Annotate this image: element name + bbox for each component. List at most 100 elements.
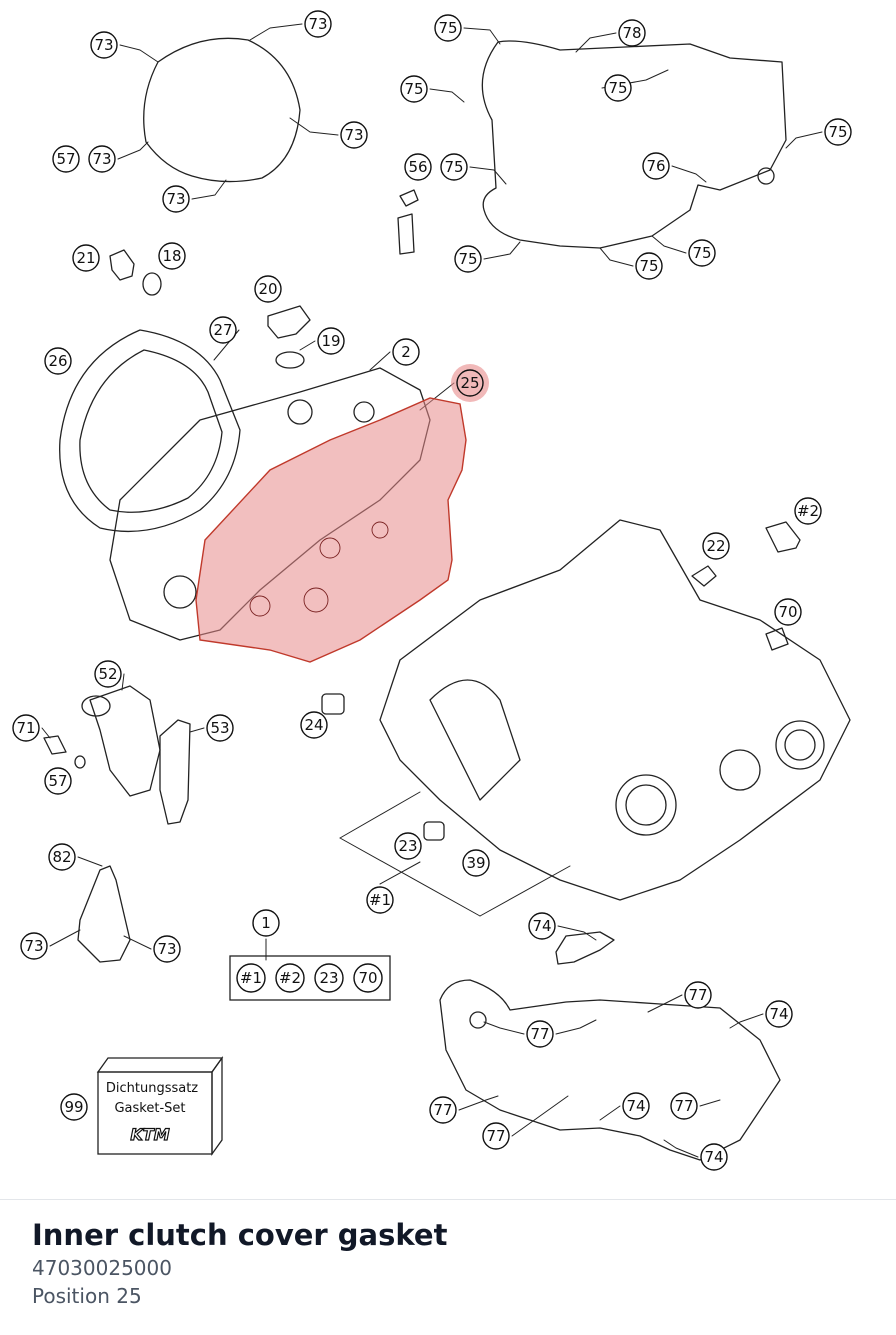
callout-76-label: 76 bbox=[646, 157, 665, 175]
callout-75-bubble[interactable] bbox=[400, 75, 428, 103]
callout-77-bubble[interactable] bbox=[526, 1020, 554, 1048]
gasket-82-drawing bbox=[77, 865, 131, 963]
highlighted-gasket-25[interactable] bbox=[195, 397, 467, 663]
exploded-parts-diagram: 7373735773737578757575567576757575211820… bbox=[12, 10, 852, 1171]
callout-73-label: 73 bbox=[92, 150, 111, 168]
callout-73-bubble[interactable] bbox=[90, 31, 118, 59]
callout-57-bubble[interactable] bbox=[52, 145, 80, 173]
callout-75-bubble[interactable] bbox=[434, 14, 462, 42]
callout-22-label: 22 bbox=[706, 537, 725, 555]
callout-74-bubble[interactable] bbox=[700, 1143, 728, 1171]
kit-item-bubble[interactable] bbox=[236, 963, 266, 993]
callout-75-bubble[interactable] bbox=[824, 118, 852, 146]
callout-77-label: 77 bbox=[530, 1025, 549, 1043]
callout-22-bubble[interactable] bbox=[702, 532, 730, 560]
callout-75-bubble[interactable] bbox=[440, 153, 468, 181]
callout-74-bubble[interactable] bbox=[622, 1092, 650, 1120]
dowel-24-drawing bbox=[321, 693, 345, 715]
callout-73-bubble[interactable] bbox=[340, 121, 368, 149]
callout-57-label: 57 bbox=[56, 150, 75, 168]
kit-item-label: #2 bbox=[279, 969, 301, 987]
callout-77-bubble[interactable] bbox=[684, 981, 712, 1009]
callout-39-bubble[interactable] bbox=[462, 849, 490, 877]
kit-item-bubble[interactable] bbox=[314, 963, 344, 993]
callout-70-bubble[interactable] bbox=[774, 598, 802, 626]
callout-73-bubble[interactable] bbox=[304, 10, 332, 38]
callout-73-bubble[interactable] bbox=[88, 145, 116, 173]
callout-24-label: 24 bbox=[304, 716, 323, 734]
callout-19-bubble[interactable] bbox=[317, 327, 345, 355]
dowel-23-drawing bbox=[423, 821, 445, 841]
callout-73-bubble[interactable] bbox=[153, 935, 181, 963]
callout-73-label: 73 bbox=[166, 190, 185, 208]
callout-52-bubble[interactable] bbox=[94, 660, 122, 688]
gasket-set-line2: Gasket-Set bbox=[114, 1101, 185, 1116]
callout-56-bubble[interactable] bbox=[404, 153, 432, 181]
callout-75-label: 75 bbox=[404, 80, 423, 98]
callout-1-bubble[interactable] bbox=[252, 909, 280, 937]
kit-item-bubble[interactable] bbox=[353, 963, 383, 993]
callout-76-bubble[interactable] bbox=[642, 152, 670, 180]
plug-21-drawing bbox=[109, 249, 135, 281]
callout-73-label: 73 bbox=[24, 937, 43, 955]
callout-25-label: 25 bbox=[460, 374, 479, 392]
callout-78-bubble[interactable] bbox=[618, 19, 646, 47]
callout-18-bubble[interactable] bbox=[158, 242, 186, 270]
callout-21-bubble[interactable] bbox=[72, 244, 100, 272]
ktm-logo: KTM bbox=[130, 1125, 169, 1144]
callout-24-bubble[interactable] bbox=[300, 711, 328, 739]
callout-20-label: 20 bbox=[258, 280, 277, 298]
callout-20-bubble[interactable] bbox=[254, 275, 282, 303]
callout-77-bubble[interactable] bbox=[482, 1122, 510, 1150]
callout-73-label: 73 bbox=[94, 36, 113, 54]
callout-75-bubble[interactable] bbox=[454, 245, 482, 273]
callout-21-label: 21 bbox=[76, 249, 95, 267]
part-position: Position 25 bbox=[32, 1284, 142, 1308]
callout-70-label: 70 bbox=[778, 603, 797, 621]
bolt-71-drawing bbox=[43, 735, 67, 755]
callout-74-label: 74 bbox=[626, 1097, 645, 1115]
callout-73-bubble[interactable] bbox=[162, 185, 190, 213]
callout-77-bubble[interactable] bbox=[670, 1092, 698, 1120]
callout-2-bubble[interactable] bbox=[392, 338, 420, 366]
callout-99-bubble[interactable] bbox=[60, 1093, 88, 1121]
clutch-cover-gasket-drawing bbox=[143, 37, 301, 183]
part-name: Inner clutch cover gasket bbox=[32, 1218, 448, 1252]
callout-26-bubble[interactable] bbox=[44, 347, 72, 375]
callout-75-bubble[interactable] bbox=[604, 74, 632, 102]
callout-73-label: 73 bbox=[308, 15, 327, 33]
water-pump-cover-drawing bbox=[89, 685, 161, 797]
callout-23-bubble[interactable] bbox=[394, 832, 422, 860]
callout-25-bubble[interactable] bbox=[456, 369, 484, 397]
callout-57-bubble[interactable] bbox=[44, 767, 72, 795]
callout-75-bubble[interactable] bbox=[635, 252, 663, 280]
callout-82-bubble[interactable] bbox=[48, 843, 76, 871]
kit-item-bubble[interactable] bbox=[275, 963, 305, 993]
crankcase-drawing bbox=[379, 519, 851, 901]
callout-73-bubble[interactable] bbox=[20, 932, 48, 960]
callout-53-label: 53 bbox=[210, 719, 229, 737]
callout-52-label: 52 bbox=[98, 665, 117, 683]
callout-75-bubble[interactable] bbox=[688, 239, 716, 267]
callout-74-bubble[interactable] bbox=[765, 1000, 793, 1028]
water-pump-gasket-drawing bbox=[159, 719, 191, 825]
part-22-drawing bbox=[691, 565, 717, 587]
callout-#2-bubble[interactable] bbox=[794, 497, 822, 525]
callout-71-bubble[interactable] bbox=[12, 714, 40, 742]
callout-74-bubble[interactable] bbox=[528, 912, 556, 940]
oil-plug-20-drawing bbox=[267, 305, 311, 339]
callout-53-bubble[interactable] bbox=[206, 714, 234, 742]
callout-#1-bubble[interactable] bbox=[366, 886, 394, 914]
callout-77-label: 77 bbox=[486, 1127, 505, 1145]
callout-75-label: 75 bbox=[639, 257, 658, 275]
callout-26-label: 26 bbox=[48, 352, 67, 370]
callout-75-label: 75 bbox=[444, 158, 463, 176]
callout-57-label: 57 bbox=[48, 772, 67, 790]
callout-#2-label: #2 bbox=[797, 502, 819, 520]
callout-99-label: 99 bbox=[64, 1098, 83, 1116]
callout-77-bubble[interactable] bbox=[429, 1096, 457, 1124]
part-70-drawing bbox=[765, 627, 789, 651]
callout-27-bubble[interactable] bbox=[209, 316, 237, 344]
